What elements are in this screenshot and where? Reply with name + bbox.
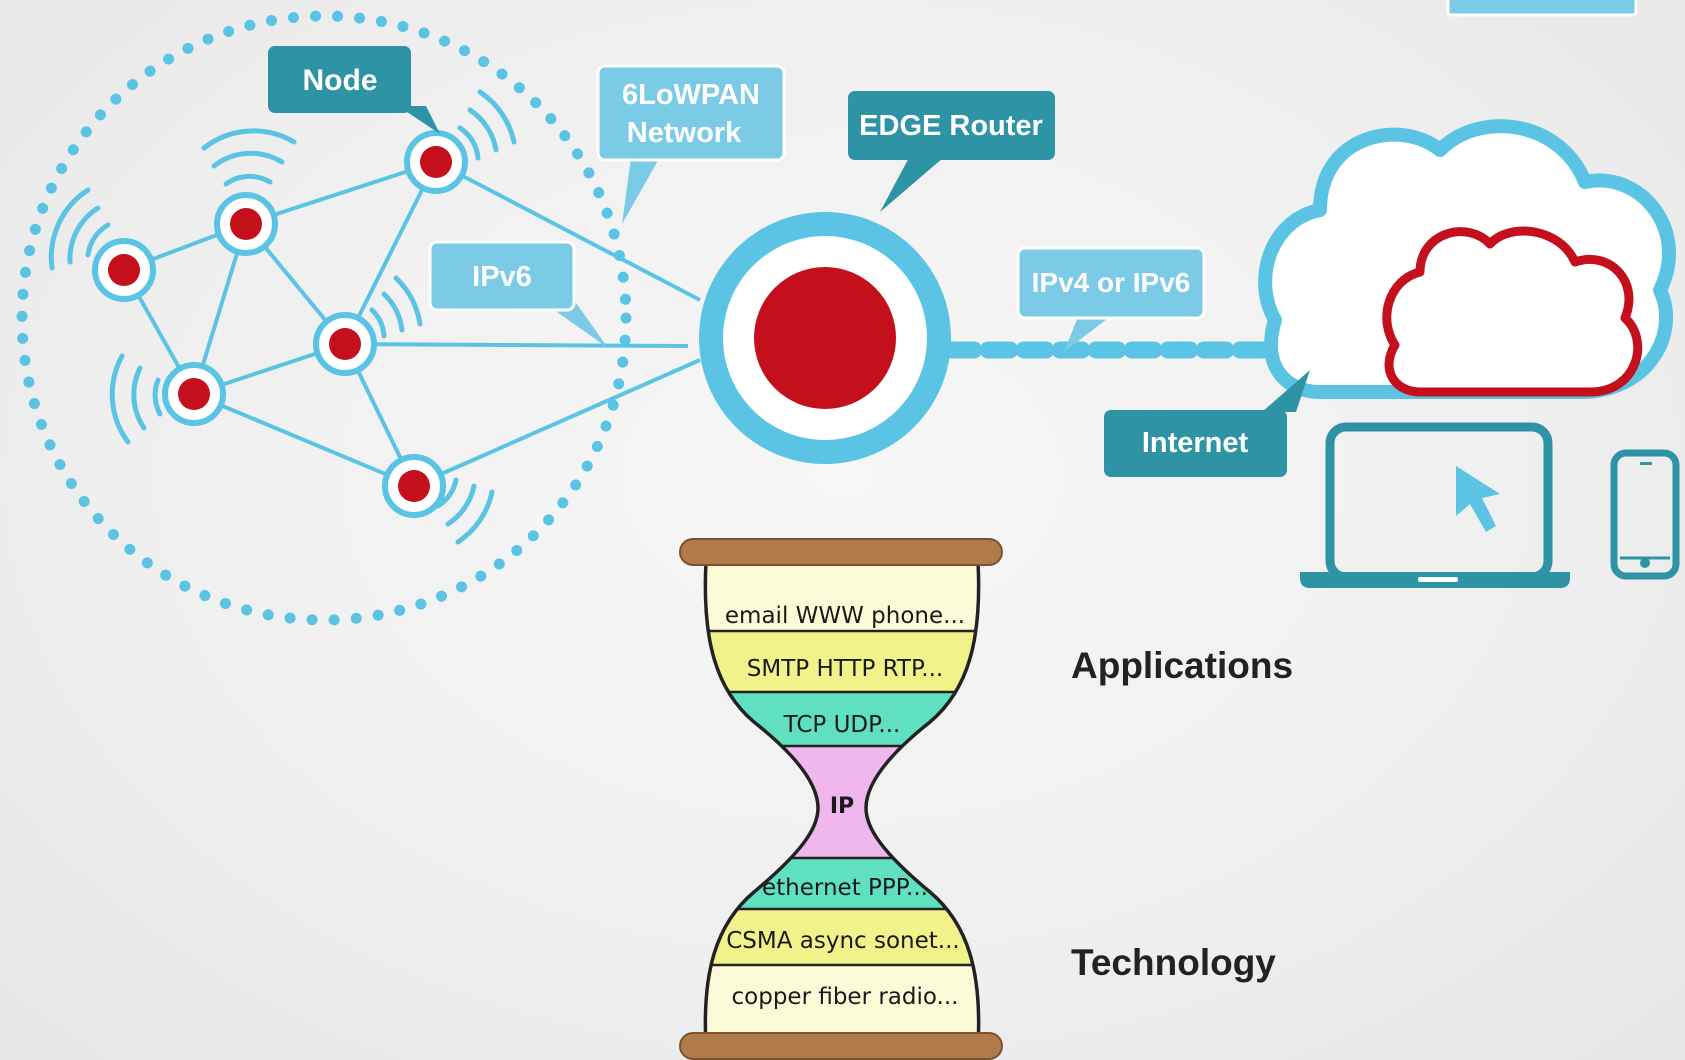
mesh-links (122, 160, 701, 488)
node-callout: Node (268, 46, 440, 134)
hourglass-bottom-cap (679, 1032, 1003, 1060)
6lowpan-label-line2: Network (627, 117, 742, 149)
6lowpan-label-line1: 6LoWPAN (622, 79, 760, 111)
layer-label-physical: copper fiber radio... (732, 984, 959, 1010)
hourglass-protocol-stack: email WWW phone... SMTP HTTP RTP... TCP … (679, 538, 1003, 1060)
cursor-icon (1456, 466, 1500, 532)
node (92, 238, 156, 302)
top-right-partial-box (1446, 0, 1638, 17)
layer-label-transport: TCP UDP... (783, 712, 901, 738)
node (214, 192, 278, 256)
ipv6-callout: IPv6 (428, 240, 608, 348)
layer-applications-band (705, 562, 979, 631)
node (162, 362, 226, 426)
edge-router (699, 212, 951, 464)
node (382, 454, 446, 518)
internet-label: Internet (1142, 427, 1249, 459)
network-boundary-circle (16, 10, 632, 626)
layer-app-protocols-band (705, 631, 979, 692)
ipv4-or-ipv6-callout: IPv4 or IPv6 (1016, 246, 1206, 352)
layer-mac-band (705, 909, 979, 965)
ipv6-label: IPv6 (472, 261, 532, 293)
applications-label: Applications (1071, 645, 1293, 686)
layer-label-mac: CSMA async sonet... (726, 928, 960, 954)
technology-label: Technology (1071, 942, 1276, 983)
layer-label-link: ethernet PPP... (762, 875, 928, 901)
laptop-icon (1300, 422, 1570, 588)
layer-label-app-protocols: SMTP HTTP RTP... (747, 656, 943, 682)
hourglass-top-cap (679, 538, 1003, 566)
node (313, 312, 377, 376)
6lowpan-network-callout: 6LoWPAN Network (596, 64, 786, 224)
cloud-icon-red (1382, 226, 1643, 397)
wifi-waves-icon (48, 89, 517, 545)
edge-router-label: EDGE Router (859, 110, 1043, 142)
ipv4-or-ipv6-label: IPv4 or IPv6 (1032, 267, 1191, 298)
mesh-nodes (92, 130, 468, 518)
node (404, 130, 468, 194)
edge-router-callout: EDGE Router (848, 91, 1055, 212)
layer-label-applications: email WWW phone... (725, 603, 965, 629)
smartphone-icon (1610, 449, 1680, 580)
node-label: Node (303, 64, 378, 97)
layer-label-ip: IP (830, 794, 854, 819)
internet-callout: Internet (1104, 370, 1310, 477)
